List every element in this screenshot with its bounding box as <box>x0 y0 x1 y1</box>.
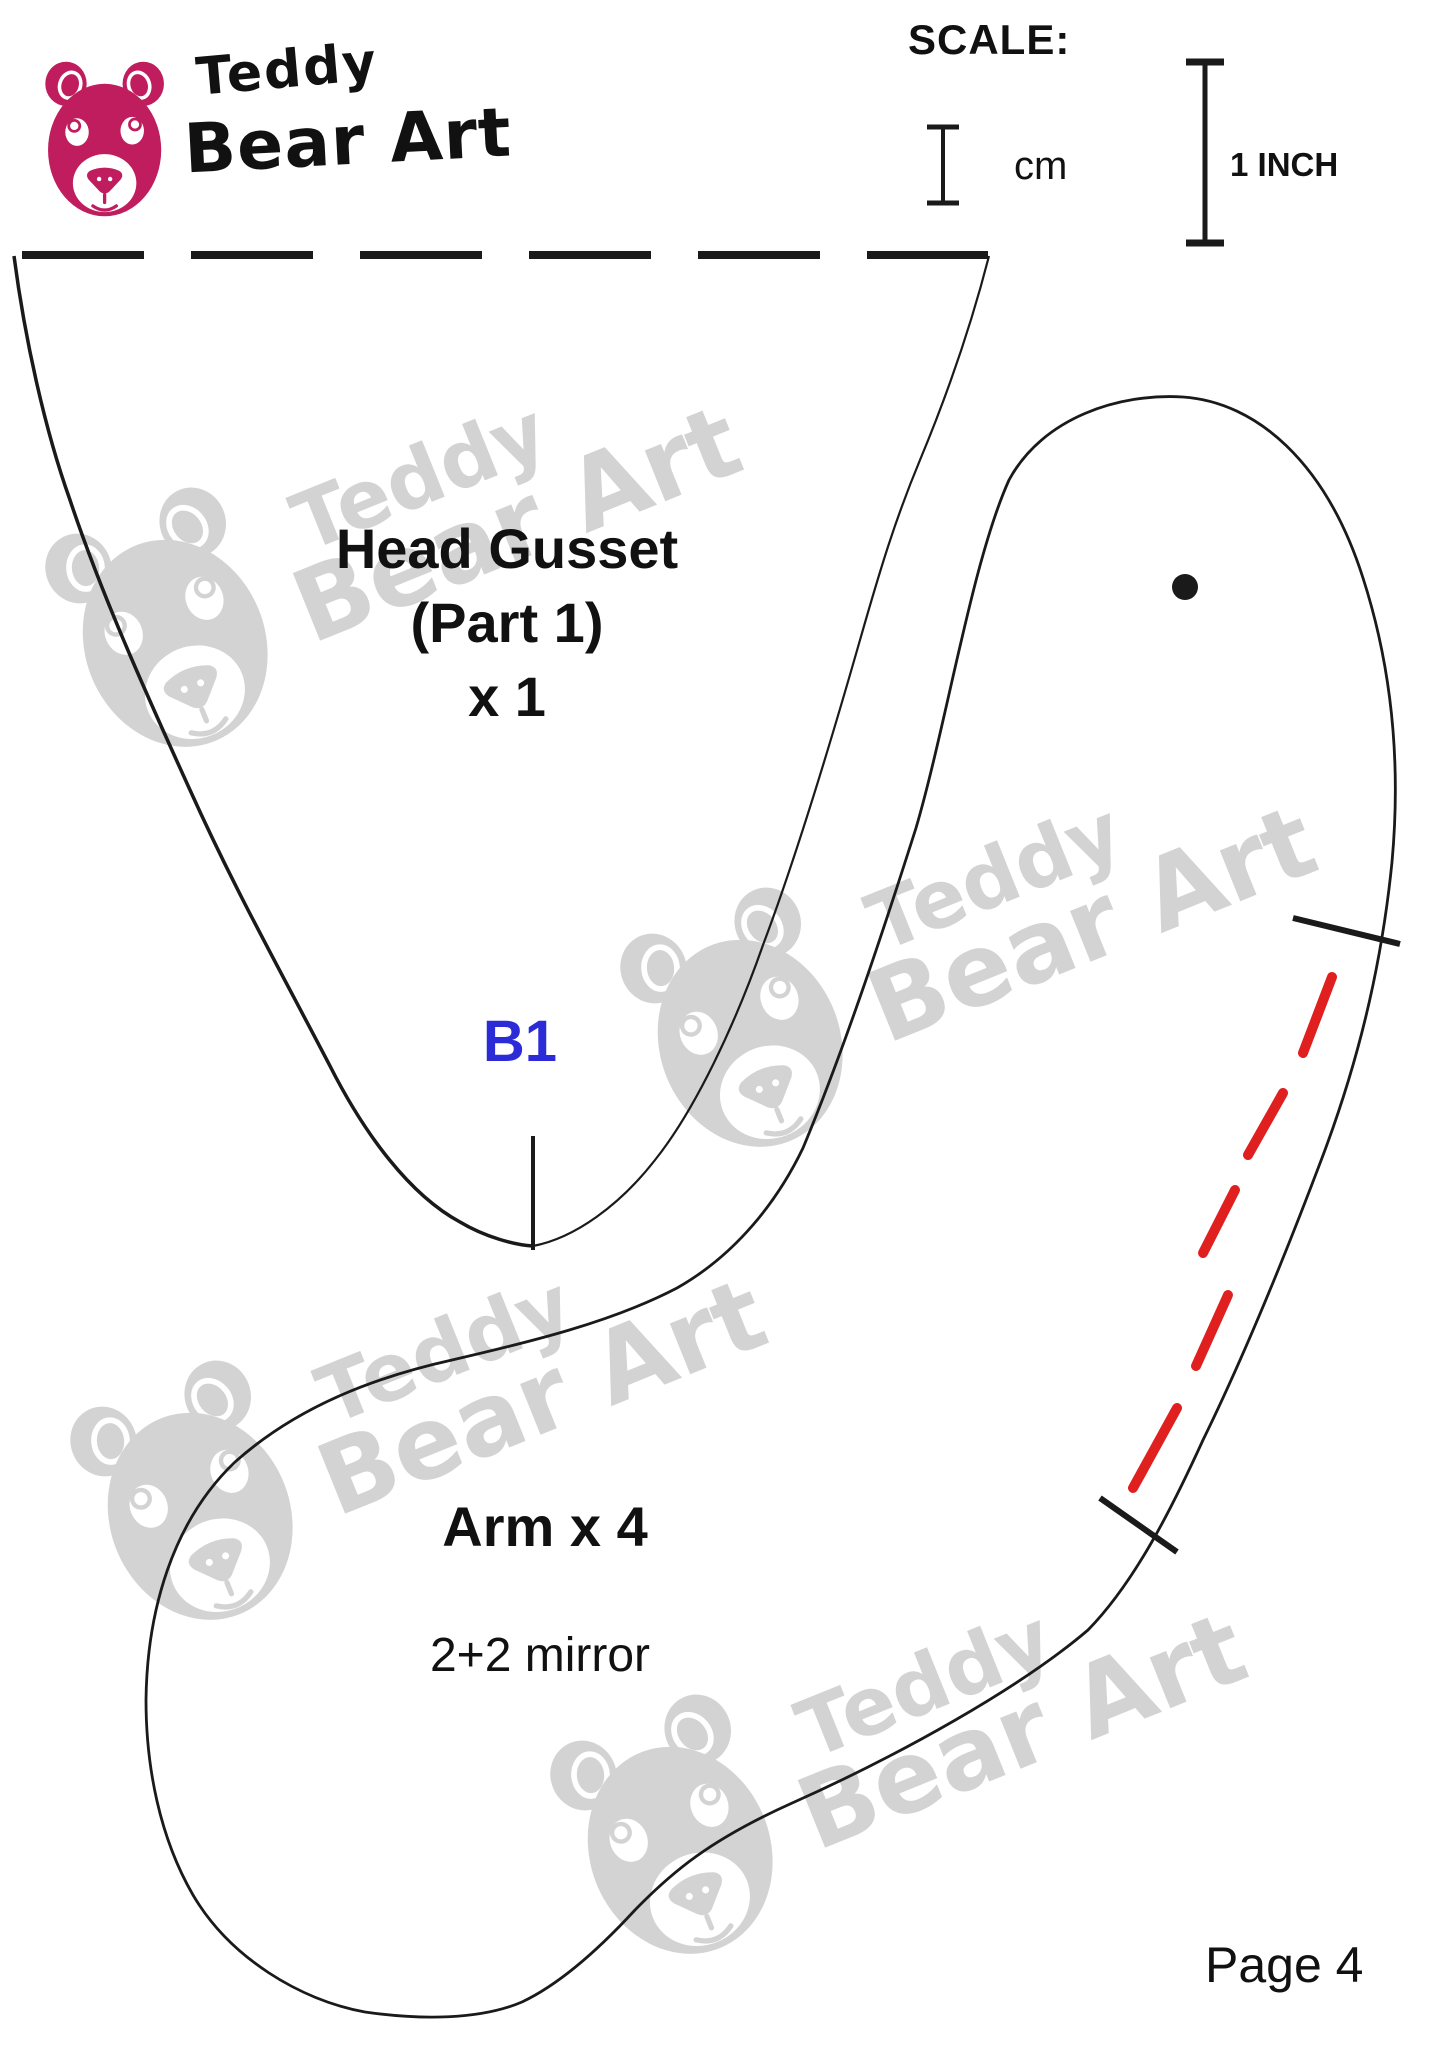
arm-opening-stitch-dashes <box>1128 972 1337 1493</box>
arm-notch-bottom <box>1098 1495 1179 1555</box>
inch-scale-label: 1 INCH <box>1230 146 1339 183</box>
cm-scale-label: cm <box>1014 144 1068 188</box>
page-number: Page 4 <box>1205 1937 1364 1993</box>
seam-marker-b1: B1 <box>482 1009 558 1074</box>
cm-scale-bar <box>927 124 959 206</box>
head-gusset-label-line1: Head Gusset <box>335 517 679 580</box>
arm-joint-dot <box>1172 574 1198 600</box>
head-gusset-label-line3: x 1 <box>468 664 546 728</box>
scale-title: SCALE: <box>908 16 1071 63</box>
arm-outline <box>144 395 1397 2019</box>
arm-notch-top <box>1292 915 1401 947</box>
head-gusset-right-edge <box>532 255 991 1248</box>
head-gusset-label-line2: (Part 1) <box>410 590 604 654</box>
head-gusset-label: Head Gusset (Part 1) x 1 <box>232 512 782 734</box>
inch-scale-bar <box>1186 58 1224 247</box>
head-gusset-left-edge <box>12 255 534 1248</box>
arm-sublabel: 2+2 mirror <box>429 1629 651 1682</box>
arm-label: Arm x 4 <box>442 1495 648 1558</box>
